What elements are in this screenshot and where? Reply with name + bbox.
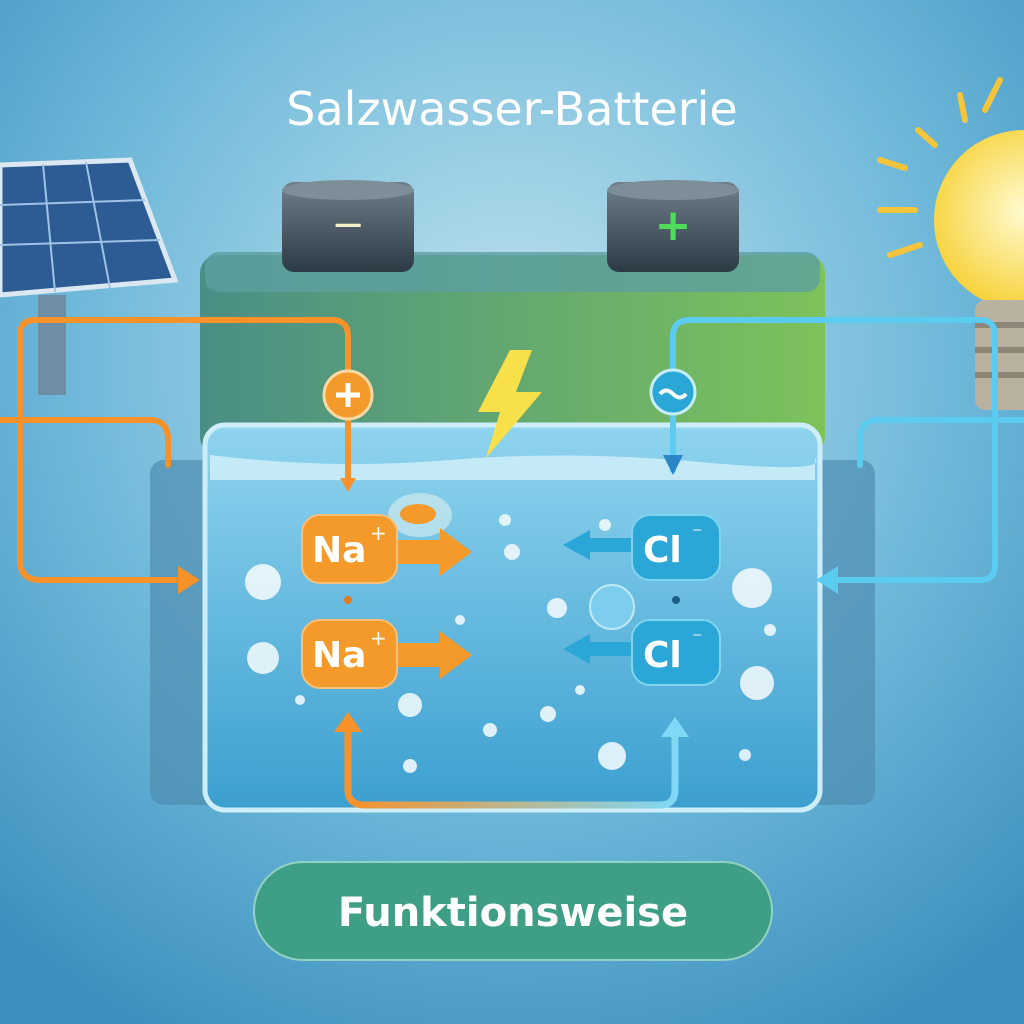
ion-symbol: Na [312,530,366,571]
page-title: Salzwasser-Batterie [286,82,737,136]
ion-charge: ⁻ [692,626,703,650]
ion-charge: + [370,521,387,545]
button-label: Funktionsweise [338,890,688,936]
chloride-ion-1: Cl ⁻ [563,514,721,581]
ion-symbol: Cl [643,635,682,676]
plus-connector-icon [322,369,374,421]
funktionsweise-button[interactable]: Funktionsweise [253,861,773,961]
positive-terminal: + [607,180,739,272]
ion-charge: ⁻ [692,521,703,545]
lightning-icon [478,350,542,458]
sodium-dot [344,596,352,604]
salt-crystals [245,514,776,773]
ion-symbol: Cl [643,530,682,571]
light-bulb-icon [877,77,1024,410]
sodium-ion-1: Na + [301,514,472,584]
circuit-wires [0,317,1024,809]
solar-panel-icon [0,157,179,395]
minus-sign: − [331,202,365,248]
sodium-ion-2: Na + [301,619,472,689]
battery [150,252,875,813]
negative-terminal: − [282,180,414,272]
plus-sign: + [655,200,692,251]
ion-symbol: Na [312,635,366,676]
wave-connector-icon [649,368,697,416]
ion-charge: + [370,626,387,650]
swirl-icon [589,584,635,630]
chloride-dot [672,596,680,604]
chloride-ion-2: Cl ⁻ [563,619,721,686]
